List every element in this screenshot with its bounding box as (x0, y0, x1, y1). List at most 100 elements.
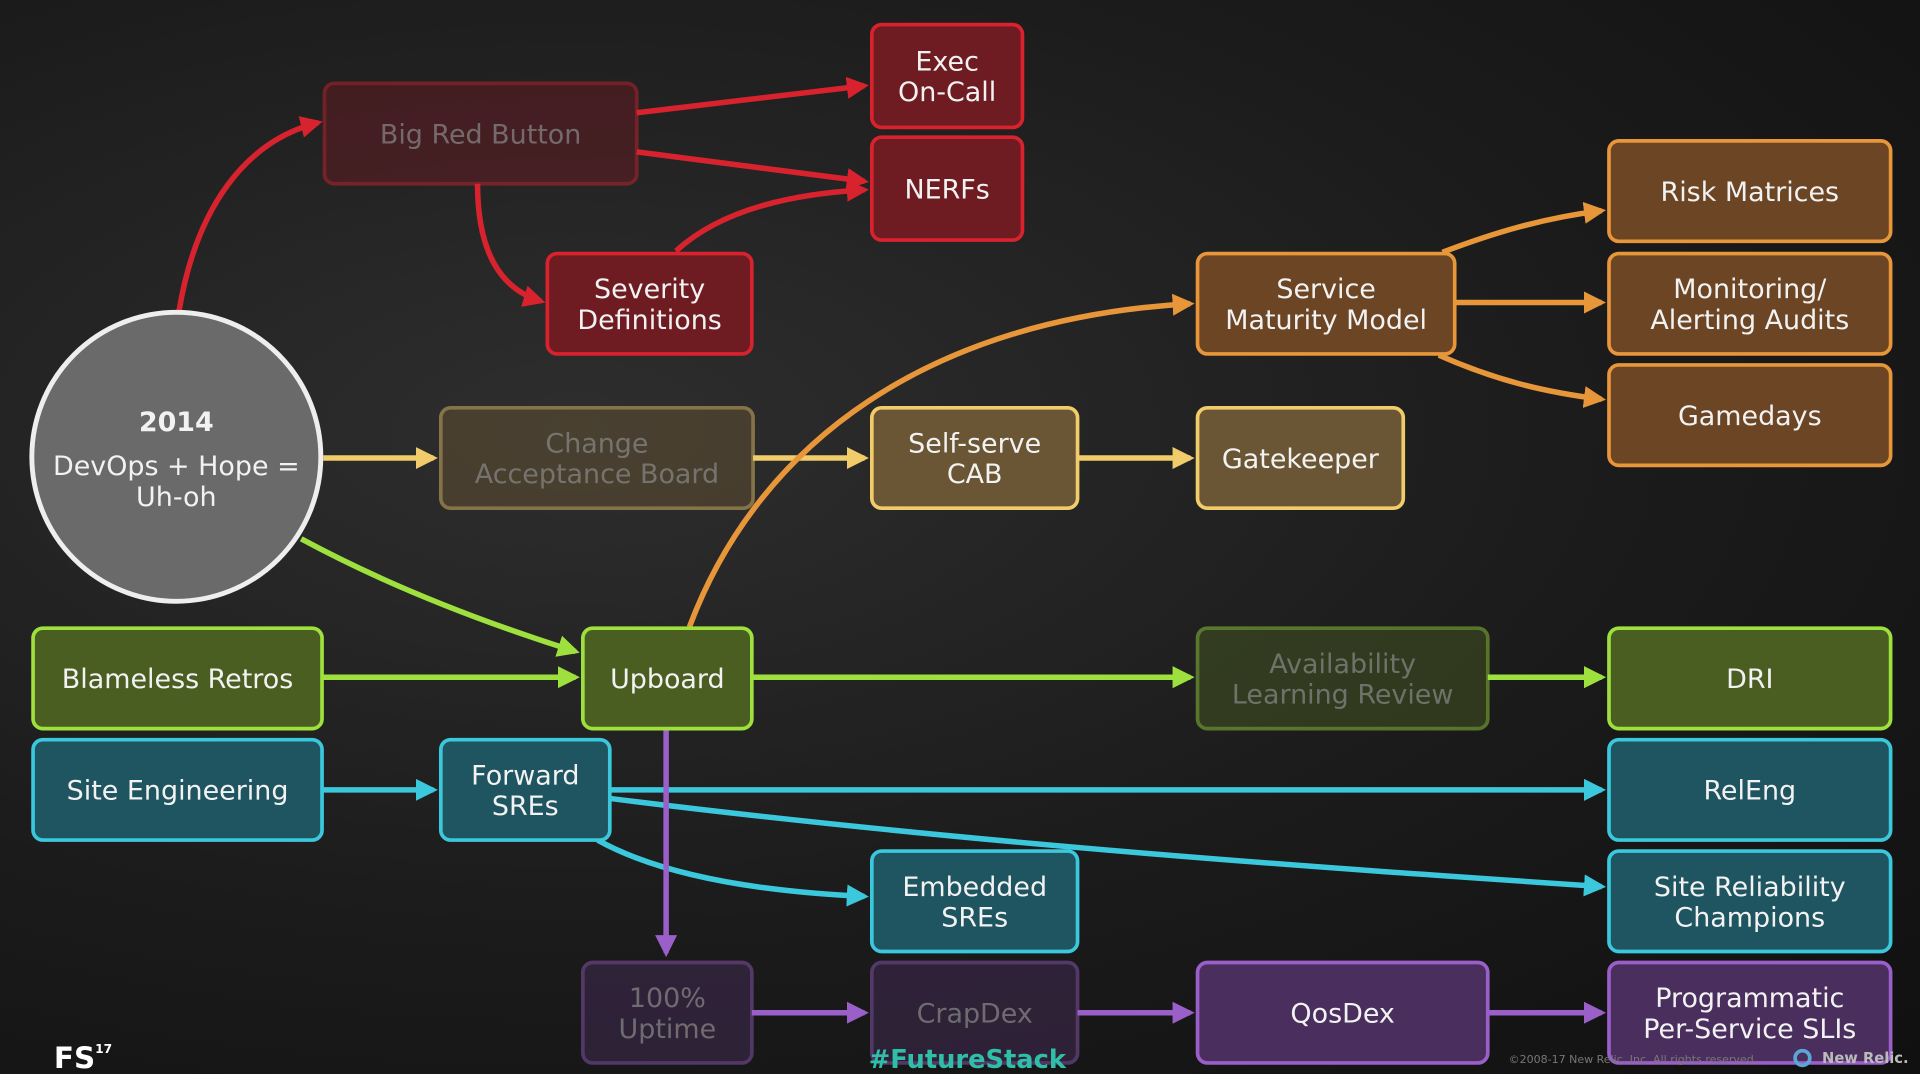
node-label: Site Engineering (67, 776, 289, 807)
node-box (322, 81, 639, 186)
node-box (31, 626, 324, 731)
edge-severity-nerfs (674, 179, 869, 254)
node-box (1195, 960, 1490, 1065)
node-label: Maturity Model (1225, 305, 1427, 336)
node-label: Big Red Button (380, 119, 581, 150)
node-box (581, 626, 754, 731)
node-label: Forward (471, 760, 579, 791)
origin-node: 2014 DevOps + Hope = Uh-oh (29, 309, 324, 604)
copyright: ©2008-17 New Relic, Inc. All rights rese… (1509, 1053, 1754, 1066)
node-risk: Risk Matrices (1607, 139, 1893, 244)
node-label: Embedded (902, 872, 1047, 903)
node-box (1195, 626, 1490, 731)
node-box (1195, 251, 1457, 356)
node-nerfs: NERFs (870, 135, 1025, 242)
node-label: Availability (1269, 649, 1416, 680)
node-label: Definitions (577, 305, 721, 336)
origin-year: 2014 (139, 407, 214, 438)
edge-bigred-severity (474, 183, 546, 307)
node-label: Per-Service SLIs (1643, 1014, 1856, 1045)
node-qosdex: QosDex (1195, 960, 1490, 1065)
node-box (545, 251, 754, 356)
edge-origin-upboard (299, 536, 580, 657)
edge-bigred-nerfs (636, 149, 869, 190)
origin-line2: Uh-oh (136, 482, 217, 513)
node-box (870, 135, 1025, 242)
new-relic-logo-icon (1793, 1048, 1812, 1068)
node-label: NERFs (904, 174, 989, 205)
node-box (870, 960, 1080, 1065)
node-box (870, 405, 1080, 511)
node-label: CrapDex (917, 999, 1033, 1030)
fs-logo-text: FS (54, 1041, 95, 1074)
edge-bigred-exec (636, 76, 869, 116)
node-label: Site Reliability (1654, 872, 1846, 903)
footer: FS17 #FutureStack ©2008-17 New Relic, In… (54, 1041, 1909, 1074)
node-gatekeeper: Gatekeeper (1195, 405, 1406, 511)
node-uptime: 100%Uptime (581, 960, 754, 1065)
node-label: CAB (947, 459, 1003, 490)
node-label: Service (1276, 274, 1376, 305)
node-box (1607, 626, 1893, 731)
node-label: QosDex (1290, 999, 1395, 1030)
edge-upboard-smm (686, 293, 1195, 628)
node-label: Monitoring/ (1673, 274, 1827, 305)
node-dri: DRI (1607, 626, 1893, 731)
origin-line1: DevOps + Hope = (53, 451, 300, 482)
node-upboard: Upboard (581, 626, 754, 731)
node-label: Change (545, 429, 648, 460)
node-label: Blameless Retros (62, 664, 293, 695)
edge-forward-embedded (596, 837, 869, 907)
edge-forward-src (609, 795, 1607, 897)
edge-origin-bigred (176, 116, 323, 313)
node-label: On-Call (898, 77, 996, 108)
node-blameless: Blameless Retros (31, 626, 324, 731)
node-box (438, 405, 755, 511)
node-label: DRI (1726, 664, 1773, 695)
node-label: Acceptance Board (475, 459, 719, 490)
node-box (1607, 960, 1893, 1065)
node-label: SREs (492, 791, 559, 822)
node-label: Gatekeeper (1222, 444, 1380, 475)
node-box (438, 737, 612, 842)
node-box (870, 849, 1080, 954)
node-label: Self-serve (908, 429, 1041, 460)
node-label: SREs (941, 902, 1008, 933)
node-label: 100% (629, 983, 706, 1014)
node-box (870, 22, 1025, 130)
node-box (31, 737, 324, 842)
node-label: Risk Matrices (1660, 177, 1839, 208)
node-gamedays: Gamedays (1607, 363, 1893, 468)
node-releng: RelEng (1607, 737, 1893, 842)
node-box (581, 960, 754, 1065)
edge-smm-gamedays (1437, 352, 1607, 408)
node-big-red-button: Big Red Button (322, 81, 639, 186)
node-box (1607, 737, 1893, 842)
fs-logo-sup: 17 (95, 1042, 112, 1056)
fs-logo: FS17 (54, 1041, 112, 1074)
node-label: RelEng (1703, 776, 1796, 807)
node-site-eng: Site Engineering (31, 737, 324, 842)
node-box (1607, 251, 1893, 356)
node-label: Upboard (610, 664, 725, 695)
node-box (1607, 849, 1893, 954)
edge-smm-risk (1441, 201, 1607, 255)
node-box (1607, 363, 1893, 468)
hashtag: #FutureStack (869, 1045, 1067, 1074)
node-label: Champions (1674, 902, 1825, 933)
brand: New Relic. (1822, 1050, 1909, 1067)
node-label: Uptime (619, 1014, 717, 1045)
node-label: Severity (594, 274, 705, 305)
